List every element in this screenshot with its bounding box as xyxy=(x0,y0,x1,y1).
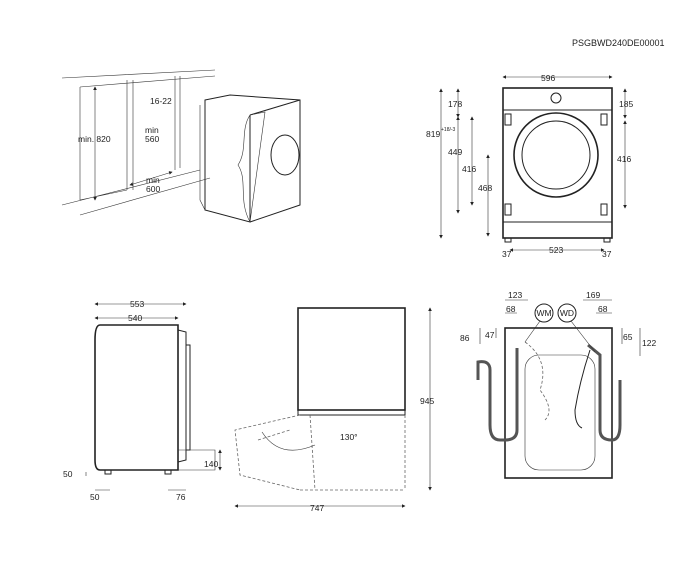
side-depth-total-label: 553 xyxy=(130,299,144,309)
niche-depth-min-label: min xyxy=(146,175,160,185)
side-view: 553 540 50 50 76 140 xyxy=(63,299,222,502)
rear-left-offset-label: 123 xyxy=(508,290,522,300)
front-tolerance-label: +18/-3 xyxy=(441,127,456,133)
side-plinth-height-label: 140 xyxy=(204,459,218,469)
gap-label: 16-22 xyxy=(150,96,172,106)
niche-width-min-label: min xyxy=(145,125,159,135)
front-185-label: 185 xyxy=(619,99,633,109)
side-depth-body-label: 540 xyxy=(128,313,142,323)
door-view: 945 747 130° xyxy=(234,307,434,513)
machine-sketch xyxy=(199,94,301,223)
rear-right-offset-label: 169 xyxy=(586,290,600,300)
rear-view: WM WD 123 68 169 68 86 47 65 122 xyxy=(460,290,656,479)
rear-right-height-inner-label: 65 xyxy=(623,332,633,342)
front-foot-span-label: 523 xyxy=(549,245,563,255)
front-width-label: 596 xyxy=(541,73,555,83)
niche-view: min. 820 16-22 min 560 min 600 xyxy=(61,69,301,223)
front-178-label: 178 xyxy=(448,99,462,109)
door-angle-label: 130° xyxy=(340,432,358,442)
front-center-height-label: 468 xyxy=(478,183,492,193)
rear-right-height-outer-label: 122 xyxy=(642,338,656,348)
door-height-label: 945 xyxy=(420,396,434,406)
side-rear-offset-label: 76 xyxy=(176,492,186,502)
front-foot-right-label: 37 xyxy=(602,249,612,259)
side-foot-offset-label: 50 xyxy=(90,492,100,502)
product-code: PSGBWD240DE00001 xyxy=(572,38,665,48)
front-449-label: 449 xyxy=(448,147,462,157)
front-foot-left-label: 37 xyxy=(502,249,512,259)
wm-label: WM xyxy=(536,308,551,318)
front-416-right-label: 416 xyxy=(617,154,631,164)
door-depth-label: 747 xyxy=(310,503,324,513)
niche-height-label: min. 820 xyxy=(78,134,111,144)
niche-width-label: 560 xyxy=(145,134,159,144)
rear-left-inner-label: 68 xyxy=(506,304,516,314)
rear-left-height-inner-label: 47 xyxy=(485,330,495,340)
niche-depth-label: 600 xyxy=(146,184,160,194)
front-view: 596 178 449 819 +18/-3 416 468 185 416 3… xyxy=(426,73,633,259)
side-foot-height-label: 50 xyxy=(63,469,73,479)
front-416-inner-label: 416 xyxy=(462,164,476,174)
front-total-height-label: 819 xyxy=(426,129,440,139)
rear-right-inner-label: 68 xyxy=(598,304,608,314)
wd-label: WD xyxy=(560,308,574,318)
rear-left-height-outer-label: 86 xyxy=(460,333,470,343)
